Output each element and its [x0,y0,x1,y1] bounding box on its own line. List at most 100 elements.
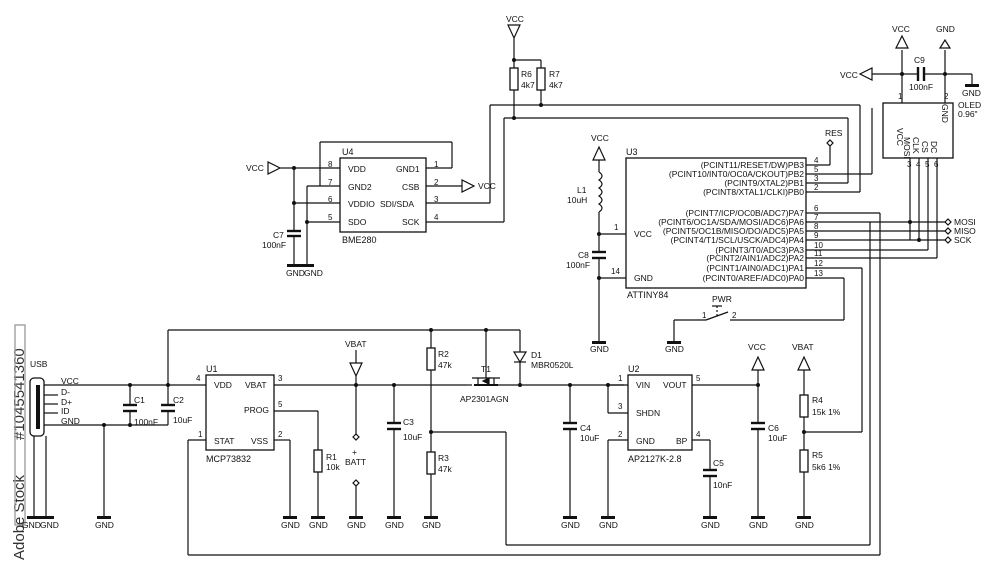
t1-value: AP2301AGN [460,394,509,404]
u2-pin-vout: VOUT [663,380,687,390]
usb-label: USB [30,359,48,369]
oled-gnd-label: GND [962,88,981,98]
u3-pin-label: (PCINT7/ICP/OC0B/ADC7)PA7 [686,208,805,218]
u2-pin-shdn: SHDN [636,408,660,418]
c2-ref: C2 [173,395,184,405]
oled-pin-cs: CS [920,141,930,153]
r3-gnd-label: GND [422,520,441,530]
u1-pin-vdd: VDD [214,380,232,390]
capacitor-c1: C1 100nF [123,395,158,427]
miso-label: MISO [954,226,976,236]
pwr-pin2: 2 [732,311,737,320]
u1-name: MCP73832 [206,454,251,464]
u3-pin-number: 9 [814,231,819,240]
u2-pin-bp: BP [676,436,688,446]
oled-pin-gnd: GND [940,104,950,123]
u2-pinnum-5: 5 [696,374,701,383]
c1-value: 100nF [134,417,158,427]
u4-pinnum-1: 1 [434,160,439,169]
ic-u2-ap2127k: U2 AP2127K-2.8 VIN VOUT SHDN GND BP 1 3 … [618,364,701,464]
resistor-r7 [536,67,546,91]
usb-connector: USB VCC D- D+ ID GND [14,324,80,526]
u3-pin-number: 5 [814,165,819,174]
c3-value: 10uF [403,432,422,442]
u3-pin-label: (PCINT6/OC1A/SDA/MOSI/ADC6)PA6 [658,217,804,227]
c9-value: 100nF [909,82,933,92]
u3-pin-number: 6 [814,204,819,213]
u2-pinnum-3: 3 [618,402,623,411]
capacitor-c5: C5 10nF [703,458,732,490]
u1-pinnum-5: 5 [278,400,283,409]
u3-pin-label: (PCINT4/T1/SCL/USCK/ADC4)PA4 [670,235,804,245]
resistor-r6 [509,67,519,91]
mosfet-t1: T1 AP2301AGN [460,364,509,404]
u3-pin-label: (PCINT9/XTAL2)PB1 [724,178,804,188]
sck-label: SCK [954,235,972,245]
usb-pin-id: ID [61,406,70,416]
u2-gnd-label: GND [599,520,618,530]
vcc-pullup-symbol: VCC [506,14,524,60]
oled-pin-dc: DC [929,141,939,153]
u1-pin-vss: VSS [251,436,268,446]
u3-gnd-label: GND [590,344,609,354]
capacitor-c4: C4 10uF [563,421,599,443]
batt-ref: BATT [345,457,366,467]
u3-pin-number: 10 [814,241,823,250]
u4-pin-sdo: SDO [348,217,367,227]
vbat-divider-symbol: VBAT [792,342,814,371]
u3-pin-label: (PCINT5/OC1B/MISO/DO/ADC5)PA5 [663,226,804,236]
u4-pinnum-8: 8 [328,160,333,169]
u1-ref: U1 [206,364,218,374]
u3-pin-label: (PCINT11/RESET/DW)PB3 [701,160,805,170]
t1-ref: T1 [481,364,491,374]
resistor-r2 [426,347,436,371]
oled-pinnum-1: 1 [898,92,903,101]
r5-gnd-label: GND [795,520,814,530]
r2-ref: R2 [438,349,449,359]
capacitor-c7: C7 100nF [262,229,301,250]
r7-ref: R7 [549,69,560,79]
r4-value: 15k 1% [812,407,841,417]
l1-ref: L1 [577,185,587,195]
u4-pin-sda: SDI/SDA [380,199,414,209]
u3-name: ATTINY84 [627,290,668,300]
oled-vcc-label: VCC [892,24,910,34]
usb-gnd2-label: GND [40,520,59,530]
c6-ref: C6 [768,423,779,433]
u2-pin-vin: VIN [636,380,650,390]
u4-pin-gnd2: GND2 [348,182,372,192]
u1-pin-stat: STAT [214,436,234,446]
u4-pin-gnd1: GND1 [396,164,420,174]
u2-name: AP2127K-2.8 [628,454,682,464]
u3-pin-number: 3 [814,174,819,183]
u2-pinnum-2: 2 [618,430,623,439]
resistor-r1 [313,449,323,473]
u3-pin-number: 4 [814,156,819,165]
u4-pinnum-4: 4 [434,213,439,222]
r3-ref: R3 [438,453,449,463]
d1-value: MBR0520L [531,360,574,370]
u4-pin-vddio: VDDIO [348,199,375,209]
battery-terminal-plus [352,433,360,441]
u4-pin-vdd: VDD [348,164,366,174]
oled-gnd-top-label: GND [936,24,955,34]
u4-ref: U4 [342,147,354,157]
u1-pin-vbat: VBAT [245,380,267,390]
capacitor-c3: C3 10uF [387,417,422,442]
vbat2-label: VBAT [792,342,814,352]
u3-pin-label: (PCINT3/T0/ADC3)PA3 [715,245,804,255]
switch-pwr: PWR 1 2 [674,294,737,321]
r6-ref: R6 [521,69,532,79]
u3-pin-number: 12 [814,259,823,268]
res-label: RES [825,128,843,138]
usb-gnd1-label: GND [22,520,41,530]
mosi-label: MOSI [954,217,976,227]
u3-pin-label: (PCINT1/AIN0/ADC1)PA1 [706,263,804,273]
u3-pin-number: 8 [814,222,819,231]
c3-gnd-label: GND [385,520,404,530]
c4-value: 10uF [580,433,599,443]
d1-ref: D1 [531,350,542,360]
u3-ref: U3 [626,147,638,157]
c5-value: 10nF [713,480,732,490]
